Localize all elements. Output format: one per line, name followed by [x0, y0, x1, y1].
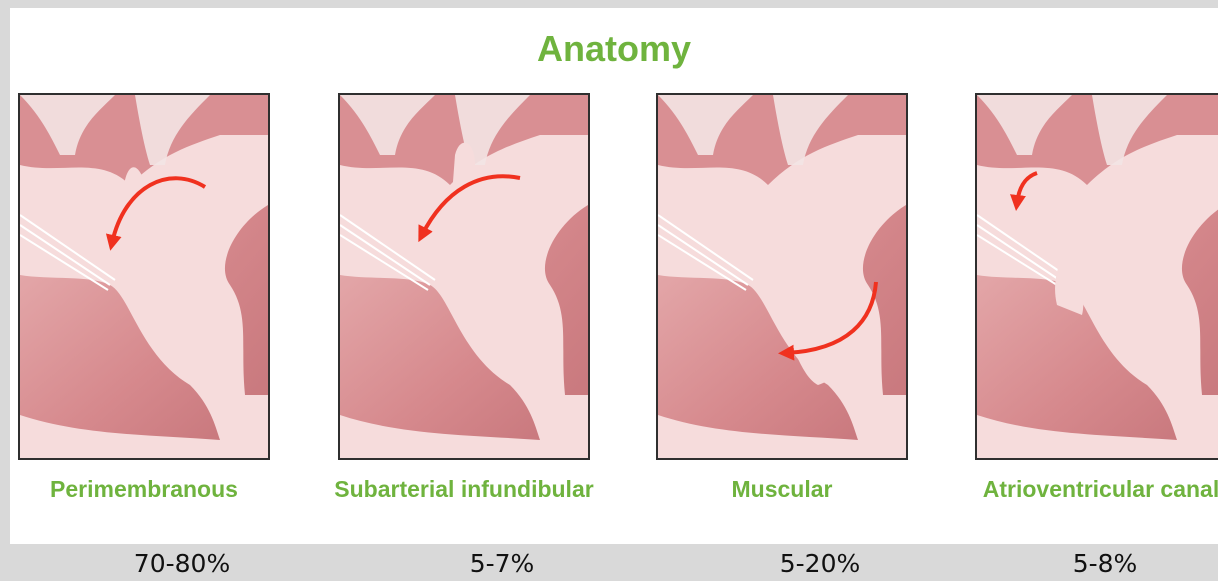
percent-atrioventricular-canal: 5-8%	[1005, 549, 1205, 578]
panel-perimembranous	[18, 93, 270, 460]
subarterial-infundibular-heart-illustration	[340, 95, 588, 458]
muscular-heart-illustration	[658, 95, 906, 458]
label-subarterial-infundibular: Subarterial infundibular	[319, 472, 609, 506]
panel-atrioventricular-canal	[975, 93, 1218, 460]
percent-muscular: 5-20%	[720, 549, 920, 578]
label-perimembranous: Perimembranous	[0, 472, 289, 506]
panel-muscular	[656, 93, 908, 460]
label-atrioventricular-canal: Atrioventricular canal	[956, 472, 1218, 506]
label-muscular: Muscular	[637, 472, 927, 506]
percent-perimembranous: 70-80%	[82, 549, 282, 578]
anatomy-figure: Anatomy Perimembranous Subarterial infun…	[10, 8, 1218, 544]
panel-subarterial-infundibular	[338, 93, 590, 460]
figure-title: Anatomy	[10, 28, 1218, 70]
perimembranous-heart-illustration	[20, 95, 268, 458]
percent-subarterial-infundibular: 5-7%	[402, 549, 602, 578]
atrioventricular-canal-heart-illustration	[977, 95, 1218, 458]
